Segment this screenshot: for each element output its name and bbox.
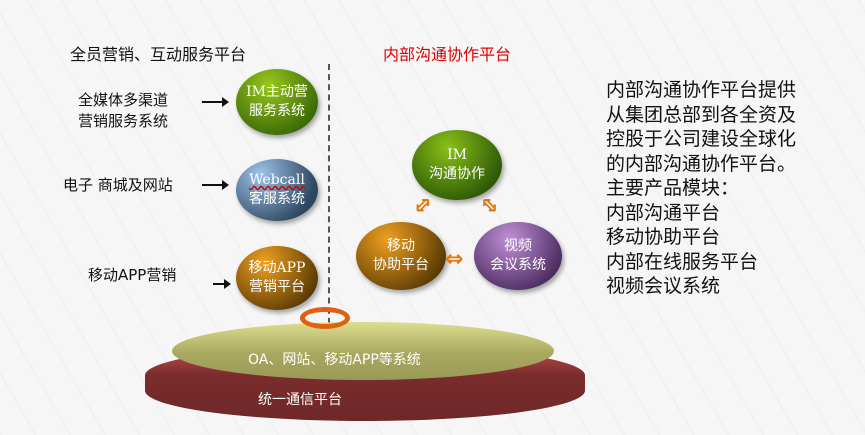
orb-mobile-assist: 移动协助平台: [356, 222, 446, 290]
arrow-right-icon: [213, 279, 231, 289]
left-label-app: 移动APP营销: [88, 266, 177, 284]
platform-top: [172, 322, 554, 380]
arrow-right-icon: [202, 97, 229, 107]
left-title: 全员营销、互动服务平台: [70, 45, 247, 64]
platform-bottom-label: 统一通信平台: [258, 392, 342, 408]
orb-video-conf: 视频会议系统: [474, 222, 562, 290]
divider: [328, 64, 330, 334]
double-arrow-icon: ⇔: [445, 247, 464, 272]
left-label-ecommerce: 电子 商城及网站: [63, 176, 173, 194]
arrow-right-icon: [202, 180, 229, 190]
orb-im-marketing: IM主动营服务系统: [236, 69, 318, 135]
cycle-arrows-icon: [300, 307, 350, 329]
left-label-media: 全媒体多渠道营销服务系统: [78, 91, 169, 130]
platform-top-label: OA、网站、移动APP等系统: [248, 352, 421, 368]
description: 内部沟通协作平台提供从集团总部到各全资及控股于公司建设全球化 的内部沟通协作平台…: [606, 79, 797, 297]
right-title: 内部沟通协作平台: [383, 45, 512, 64]
